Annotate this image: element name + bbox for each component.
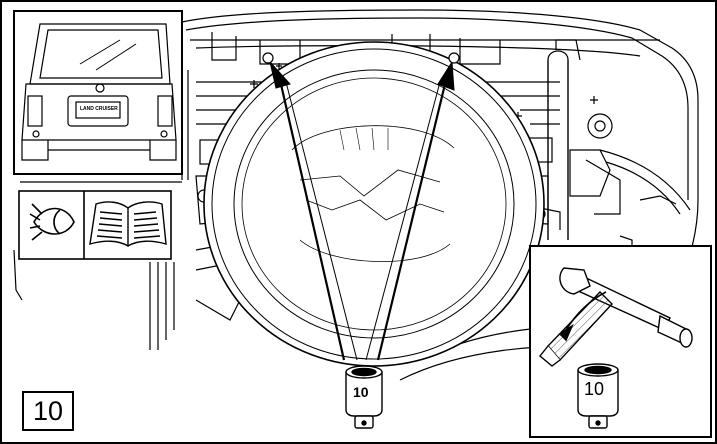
eye-icon bbox=[29, 203, 75, 241]
rotation-arrow bbox=[558, 291, 607, 342]
inset-tool-panel bbox=[529, 245, 712, 438]
vehicle-badge-text: LAND CRUISER bbox=[80, 106, 118, 112]
main-socket-size-label: 10 bbox=[353, 384, 369, 400]
bolt-markers bbox=[262, 52, 460, 64]
open-book-icon bbox=[89, 201, 167, 247]
inset-socket-size-label: 10 bbox=[584, 379, 605, 399]
spare-tire bbox=[203, 41, 545, 367]
inset-socket-icon bbox=[577, 363, 619, 429]
ratchet-wrench-icon bbox=[539, 267, 693, 367]
step-number: 10 bbox=[32, 395, 64, 426]
step-number-box: 10 bbox=[22, 391, 74, 431]
inset-vehicle-rear bbox=[13, 10, 183, 175]
socket-icon bbox=[345, 365, 383, 429]
pointer-arrows bbox=[269, 60, 455, 361]
inspection-icons-panel bbox=[18, 190, 172, 260]
